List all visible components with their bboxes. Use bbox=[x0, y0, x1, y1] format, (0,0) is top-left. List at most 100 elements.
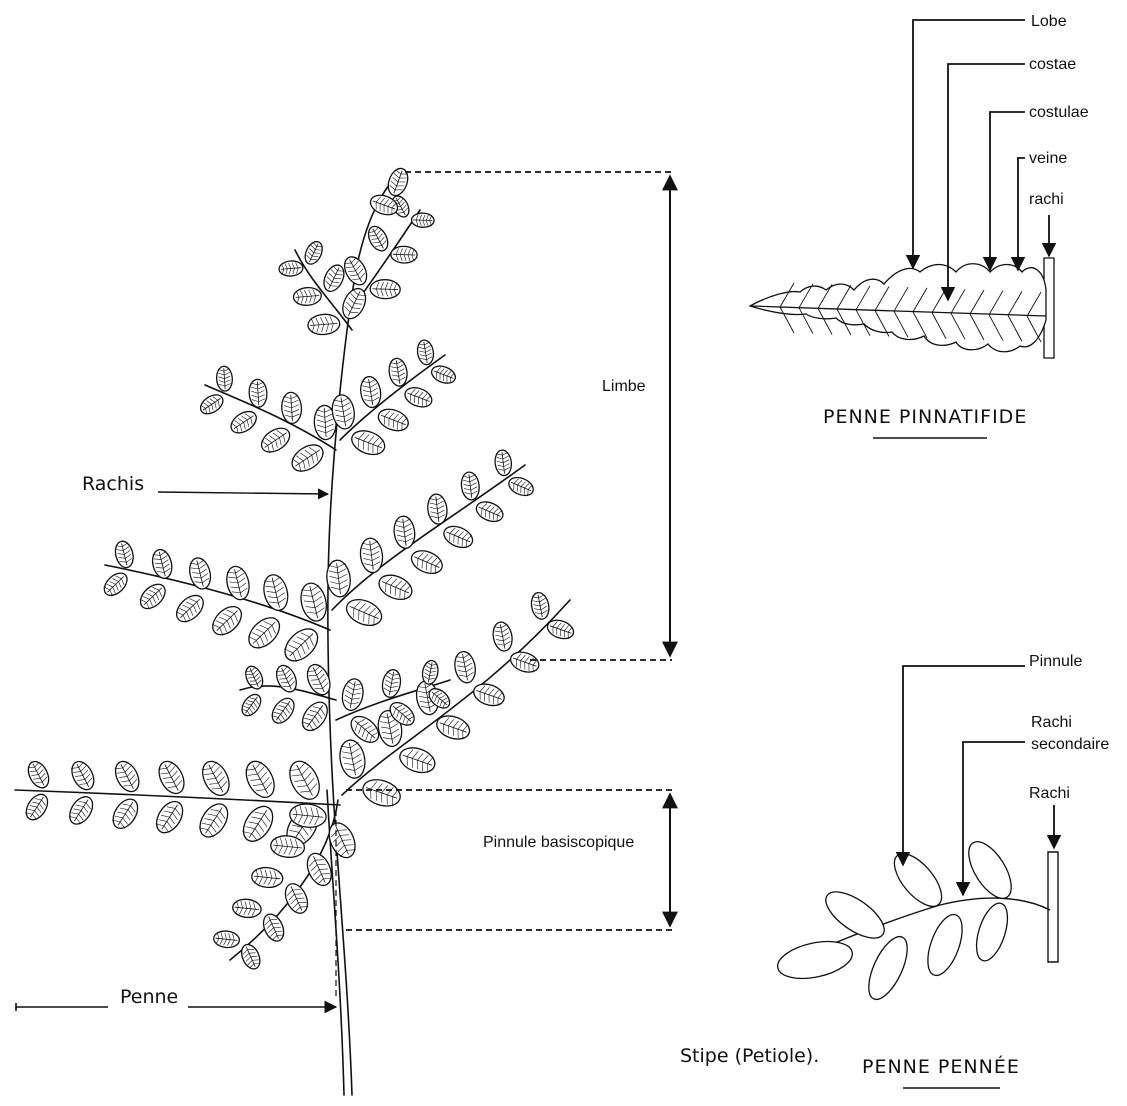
leaflet bbox=[136, 580, 170, 614]
leaflet bbox=[402, 384, 434, 410]
leaflet bbox=[307, 313, 340, 336]
leaflet bbox=[24, 758, 53, 791]
leaflet bbox=[441, 522, 476, 551]
label-rachi-top: rachi bbox=[1029, 191, 1064, 208]
leaflet bbox=[151, 797, 188, 838]
label-veine: veine bbox=[1029, 150, 1067, 167]
leaflet bbox=[426, 493, 448, 525]
leaflet bbox=[429, 363, 458, 386]
leaflet bbox=[434, 712, 473, 743]
leaflet bbox=[460, 471, 481, 501]
leaflet bbox=[216, 366, 233, 392]
leaflet bbox=[154, 757, 189, 797]
leaflet bbox=[359, 537, 385, 574]
leaflet bbox=[774, 935, 855, 984]
label-costae: costae bbox=[1029, 56, 1076, 73]
leaflet bbox=[861, 931, 915, 1004]
leaflet bbox=[113, 539, 136, 569]
leaflet bbox=[227, 407, 260, 437]
leaflet bbox=[359, 775, 403, 811]
leaflet bbox=[408, 546, 446, 577]
leaflet bbox=[385, 166, 411, 198]
leaflet bbox=[337, 738, 368, 780]
leaflet bbox=[473, 498, 505, 525]
leaflet bbox=[508, 649, 542, 676]
leaflet bbox=[960, 835, 1019, 905]
pinna-axis bbox=[342, 600, 570, 795]
label-pinnule-basiscopique: Pinnule basiscopique bbox=[483, 834, 634, 851]
leaflet bbox=[260, 911, 288, 944]
label-pinnule-basiscopique-group: Pinnule basiscopique bbox=[346, 790, 672, 930]
leaflet bbox=[293, 287, 322, 307]
leaflet bbox=[375, 571, 415, 605]
label-pinnule: Pinnule bbox=[1029, 653, 1082, 670]
leaflet bbox=[237, 801, 278, 846]
leaflet bbox=[397, 743, 439, 776]
label-rachi-bottom: Rachi bbox=[1029, 785, 1070, 802]
leaflet bbox=[268, 694, 299, 727]
leaflet bbox=[279, 623, 324, 667]
leaflet bbox=[340, 253, 371, 288]
label-stipe: Stipe (Petiole). bbox=[680, 1045, 819, 1067]
leaflet bbox=[224, 564, 253, 602]
leaflet bbox=[284, 756, 325, 804]
pinna-axis bbox=[332, 465, 525, 610]
leaflet bbox=[416, 339, 435, 366]
label-penne: Penne bbox=[120, 986, 178, 1008]
label-limbe-group: Limbe bbox=[405, 172, 672, 660]
leaflet bbox=[241, 757, 280, 802]
leaflet bbox=[257, 423, 294, 457]
caption-penne-pinnatifide: PENNE PINNATIFIDE bbox=[823, 406, 1027, 428]
leaflet bbox=[213, 930, 240, 949]
leaflet bbox=[251, 866, 284, 889]
leaflet bbox=[297, 698, 332, 736]
caption-penne-pennee: PENNE PENNÉE bbox=[862, 1055, 1020, 1078]
leaflet bbox=[375, 405, 411, 434]
leaflet bbox=[380, 668, 402, 699]
leaflet bbox=[172, 590, 209, 626]
leaflet bbox=[359, 375, 383, 409]
leaflet bbox=[243, 664, 266, 692]
leaflet bbox=[370, 279, 401, 299]
leaflet bbox=[348, 426, 388, 458]
pennee-rachis bbox=[1048, 852, 1058, 962]
leaflet bbox=[340, 677, 366, 712]
leaflet bbox=[194, 799, 233, 842]
leaflet bbox=[197, 391, 226, 418]
leaflet bbox=[248, 379, 267, 408]
leaflet bbox=[365, 223, 392, 254]
leaflet bbox=[238, 691, 264, 719]
leaflet bbox=[281, 880, 312, 916]
label-costulae: costulae bbox=[1029, 104, 1089, 121]
leaflet bbox=[529, 591, 551, 621]
leaflet bbox=[387, 357, 409, 387]
leaflet bbox=[343, 595, 386, 631]
leaflet bbox=[287, 440, 327, 477]
leaflet bbox=[111, 758, 144, 796]
leaflet bbox=[391, 246, 418, 263]
leaflet bbox=[819, 883, 892, 947]
label-rachi-secondaire-2: secondaire bbox=[1031, 736, 1109, 753]
leaflet bbox=[320, 262, 348, 295]
leaflet bbox=[68, 758, 99, 793]
leaflet bbox=[232, 898, 262, 919]
leaflet bbox=[471, 680, 507, 709]
leaflet bbox=[260, 572, 291, 613]
leaflet bbox=[187, 556, 214, 591]
leaflet bbox=[278, 260, 303, 277]
leaflet bbox=[921, 910, 969, 980]
leaflet bbox=[22, 790, 52, 823]
leaflet bbox=[100, 569, 131, 600]
leaflet bbox=[197, 757, 234, 800]
leaflet bbox=[506, 474, 536, 499]
leaflet bbox=[65, 793, 97, 829]
leaflet bbox=[494, 449, 513, 476]
leaflet bbox=[243, 612, 285, 654]
leaflet bbox=[886, 846, 950, 914]
leaflet bbox=[452, 650, 477, 685]
label-rachi-secondaire-1: Rachi bbox=[1031, 714, 1072, 731]
penne-pinnatifide-drawing bbox=[750, 258, 1054, 358]
leaflet bbox=[108, 795, 143, 833]
leaflet bbox=[207, 601, 246, 640]
